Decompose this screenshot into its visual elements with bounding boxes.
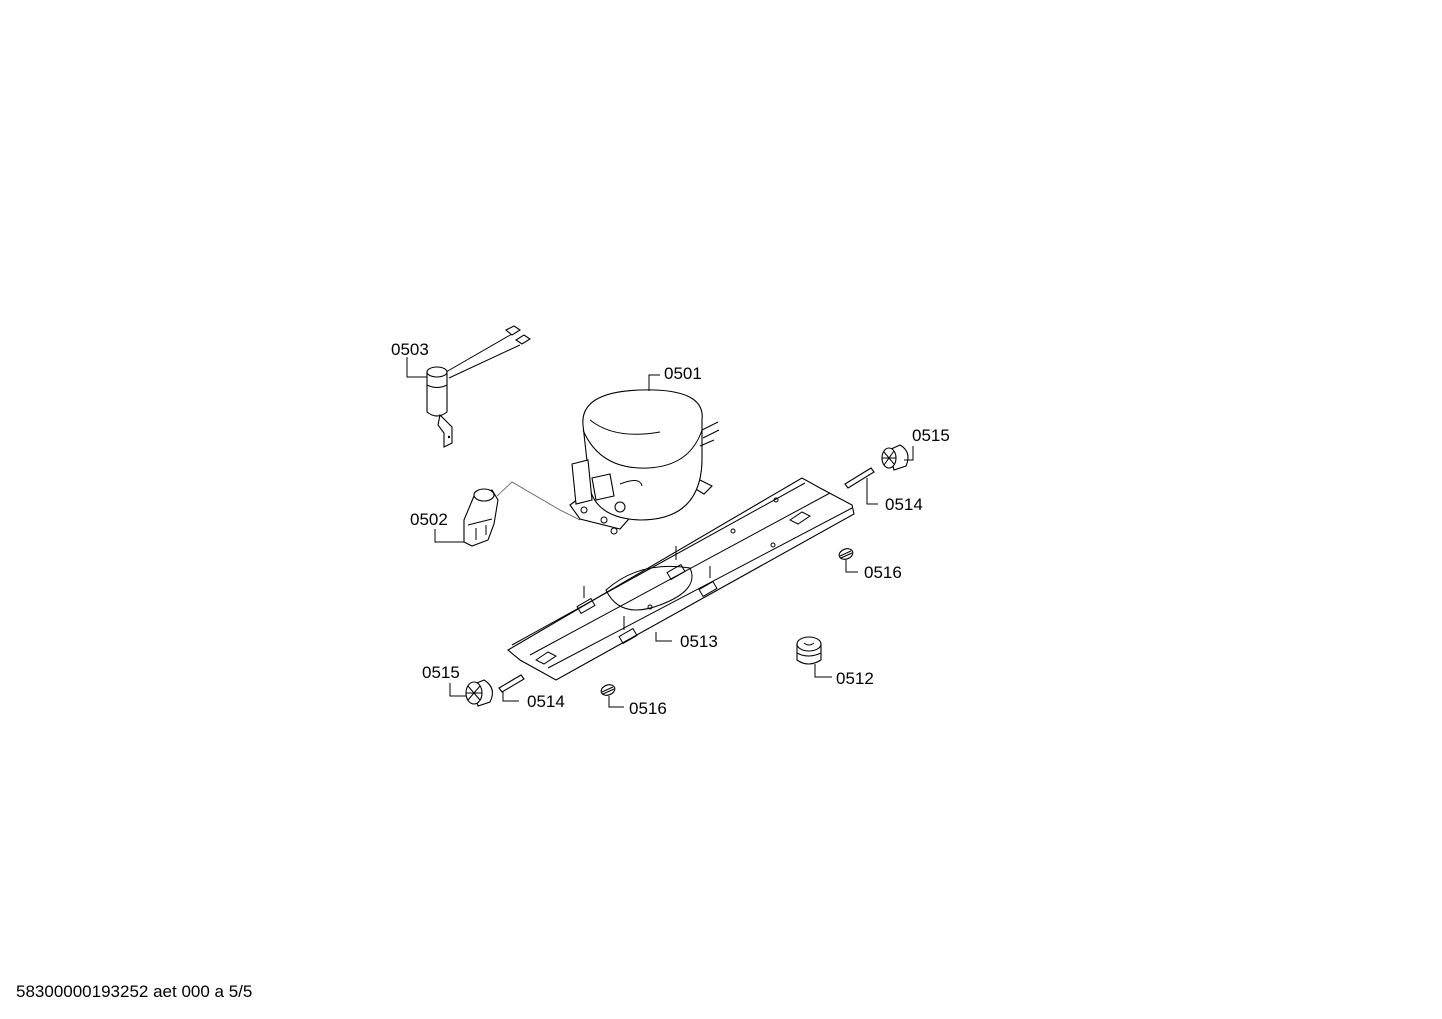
leader-0516-left [608, 696, 624, 708]
leader-0515-left [449, 683, 466, 697]
part-label-0516-right[interactable]: 0516 [864, 563, 902, 582]
part-label-0514-right[interactable]: 0514 [885, 495, 923, 514]
leader-0513 [655, 632, 672, 642]
starter-relay-part[interactable] [463, 481, 581, 547]
leader-0512 [814, 664, 832, 678]
part-label-0515-left[interactable]: 0515 [422, 663, 460, 682]
part-label-0503[interactable]: 0503 [391, 340, 429, 359]
part-label-0514-left[interactable]: 0514 [527, 692, 565, 711]
screw-right-part[interactable] [838, 547, 855, 561]
part-label-0501[interactable]: 0501 [664, 364, 702, 383]
leader-0514-right [866, 478, 878, 505]
part-label-0512[interactable]: 0512 [836, 669, 874, 688]
axle-pin-right-part[interactable] [844, 467, 875, 489]
mounting-rail-part[interactable] [507, 477, 855, 681]
leader-0514-left [502, 692, 519, 702]
capacitor-part[interactable] [426, 325, 532, 448]
rubber-grommet-part[interactable] [796, 636, 822, 665]
leader-0501 [648, 374, 660, 391]
screw-left-part[interactable] [600, 683, 617, 697]
part-label-0515-right[interactable]: 0515 [912, 426, 950, 445]
leader-0503 [406, 357, 427, 378]
wheel-right-part[interactable] [881, 444, 909, 471]
axle-pin-left-part[interactable] [498, 674, 525, 693]
compressor-part[interactable] [569, 389, 720, 535]
part-label-0502[interactable]: 0502 [410, 510, 448, 529]
part-label-0516-left[interactable]: 0516 [629, 699, 667, 718]
leader-0516-right [845, 560, 858, 573]
leader-0515-right [904, 446, 914, 461]
wheel-left-part[interactable] [465, 679, 493, 707]
part-label-0513[interactable]: 0513 [680, 632, 718, 651]
document-footer-id: 58300000193252 aet 000 a 5/5 [16, 982, 253, 1001]
leader-0502 [434, 529, 464, 543]
